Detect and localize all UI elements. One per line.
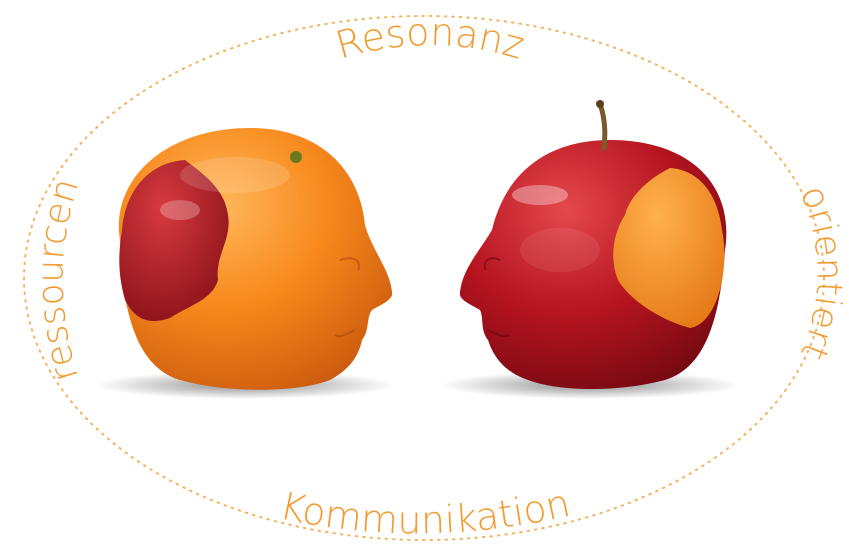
word-top: Resonanz: [331, 10, 529, 68]
apple-patch: [119, 160, 229, 321]
apple-head: [459, 100, 727, 389]
orange-patch: [613, 168, 725, 328]
orange-stem-icon: [290, 151, 302, 163]
word-right: orientiert: [792, 180, 849, 365]
orange-head: [118, 128, 393, 390]
dotted-ellipse: [23, 15, 825, 541]
word-bottom: Kommunikation: [276, 481, 574, 543]
